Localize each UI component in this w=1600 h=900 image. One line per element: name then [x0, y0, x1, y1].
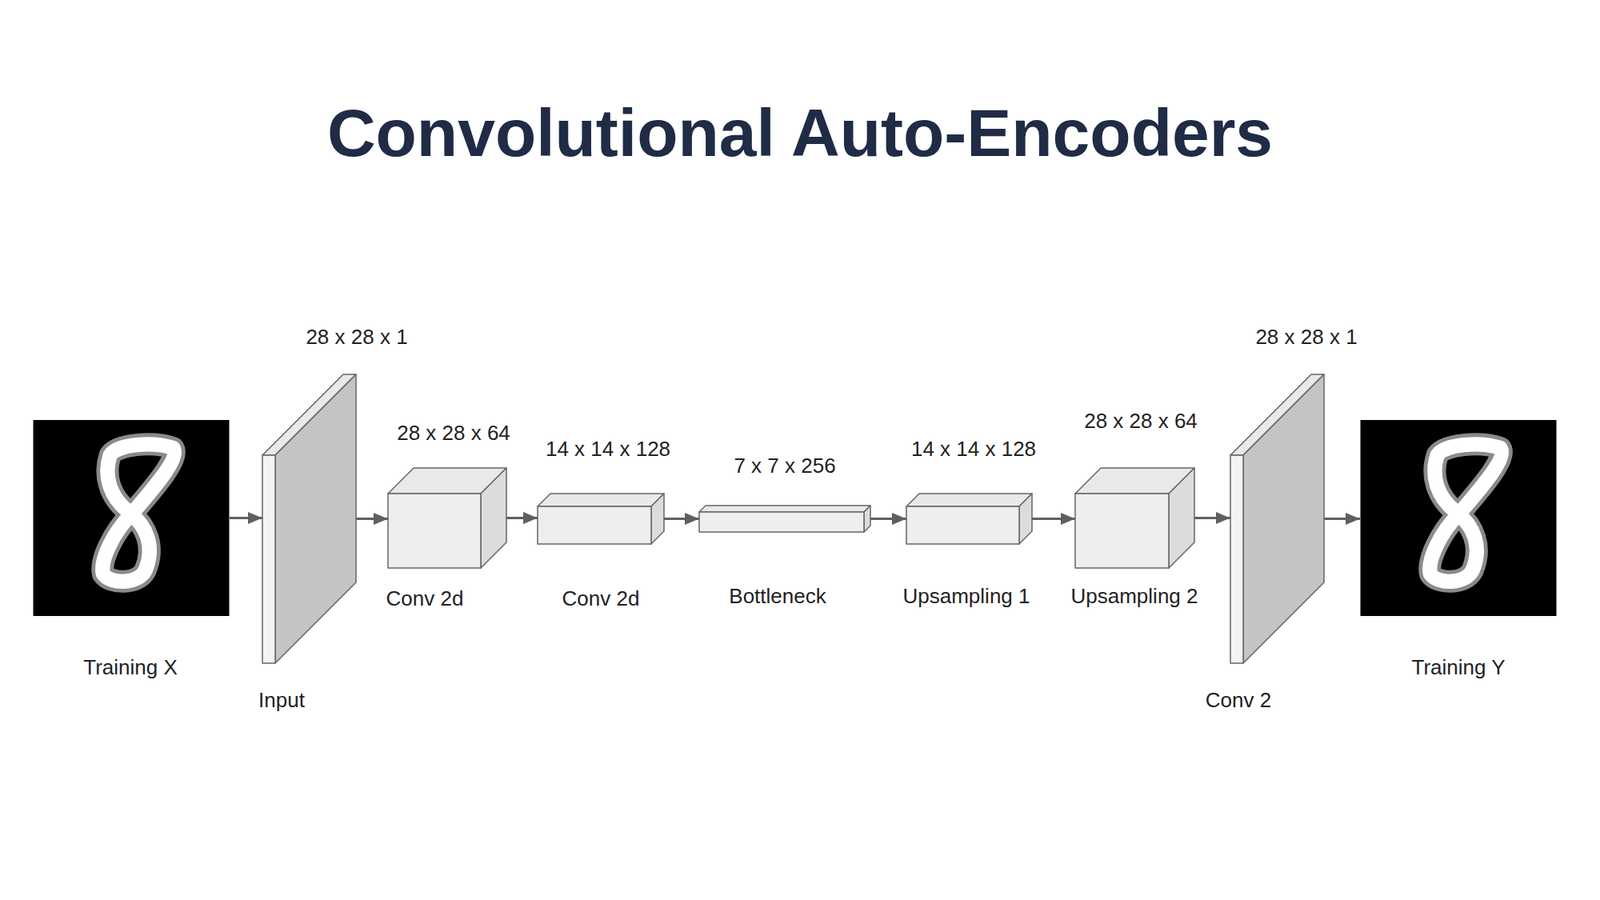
image-frame — [1360, 420, 1557, 616]
dimension-label: 28 x 28 x 64 — [1084, 408, 1198, 434]
arrow — [229, 516, 263, 520]
block-face — [275, 374, 356, 664]
dimension-label: 28 x 28 x 1 — [305, 324, 408, 350]
layer-name: Conv 2 — [1205, 688, 1272, 713]
image-node: Training X — [32, 420, 230, 616]
block-face — [480, 468, 507, 568]
block-face — [1168, 468, 1195, 568]
layer-name: Bottleneck — [728, 584, 826, 609]
arrow — [870, 517, 907, 520]
block-face — [537, 493, 664, 507]
layer-block: 28 x 28 x 1Conv 2 — [1230, 374, 1324, 664]
layer-name: Conv 2d — [386, 586, 464, 612]
image-node: Training Y — [1360, 420, 1557, 616]
block-outline — [537, 493, 664, 544]
image-caption: Training X — [83, 655, 178, 680]
block-face — [262, 455, 276, 664]
block-face — [1019, 493, 1032, 544]
layer-shape — [262, 374, 356, 664]
block-outline — [1075, 468, 1195, 568]
image-frame — [32, 420, 230, 616]
arrow — [1194, 516, 1231, 520]
block-outline — [262, 374, 356, 664]
arrow — [1032, 517, 1076, 520]
layer-block: 28 x 28 x 64Upsampling 2 — [1075, 468, 1195, 568]
image-caption: Training Y — [1411, 655, 1505, 680]
block-face — [1243, 374, 1324, 664]
arrow — [356, 517, 388, 520]
layer-block: 28 x 28 x 1Input — [262, 374, 356, 664]
block-outline — [1230, 374, 1324, 664]
arrow — [506, 516, 538, 520]
block-face — [651, 493, 664, 544]
dimension-label: 14 x 14 x 128 — [545, 436, 671, 462]
digit-image — [33, 420, 230, 616]
arrow — [664, 517, 700, 520]
block-face — [906, 506, 1020, 544]
arrow — [1324, 517, 1360, 520]
layer-shape — [906, 493, 1032, 544]
dimension-label: 28 x 28 x 64 — [396, 420, 511, 446]
block-face — [1230, 455, 1244, 664]
title: Convolutional Auto-Encoders — [0, 92, 1600, 174]
layer-name: Conv 2d — [562, 586, 640, 612]
layer-shape — [699, 505, 871, 532]
block-outline — [388, 468, 507, 568]
layer-block: 7 x 7 x 256Bottleneck — [699, 505, 871, 532]
dimension-label: 28 x 28 x 1 — [1255, 324, 1357, 350]
block-face — [906, 493, 1032, 507]
layer-block: 28 x 28 x 64Conv 2d — [388, 468, 507, 568]
block-face — [699, 505, 871, 512]
layer-shape — [388, 468, 507, 568]
digit-image — [1360, 420, 1557, 616]
dimension-label: 7 x 7 x 256 — [733, 453, 836, 479]
layer-shape — [537, 493, 664, 544]
layer-name: Upsampling 1 — [903, 584, 1031, 609]
dimension-label: 14 x 14 x 128 — [911, 436, 1036, 462]
block-outline — [699, 505, 871, 532]
layer-block: 14 x 14 x 128Upsampling 1 — [906, 493, 1032, 544]
layer-name: Input — [258, 688, 305, 713]
layer-name: Upsampling 2 — [1071, 584, 1199, 609]
block-face — [699, 512, 864, 532]
block-face — [1075, 493, 1169, 568]
layer-block: 14 x 14 x 128Conv 2d — [537, 493, 664, 544]
block-outline — [906, 493, 1032, 544]
block-face — [864, 505, 871, 532]
layer-shape — [1075, 468, 1195, 568]
block-face — [537, 506, 652, 544]
layer-shape — [1230, 374, 1324, 664]
block-face — [388, 493, 481, 568]
